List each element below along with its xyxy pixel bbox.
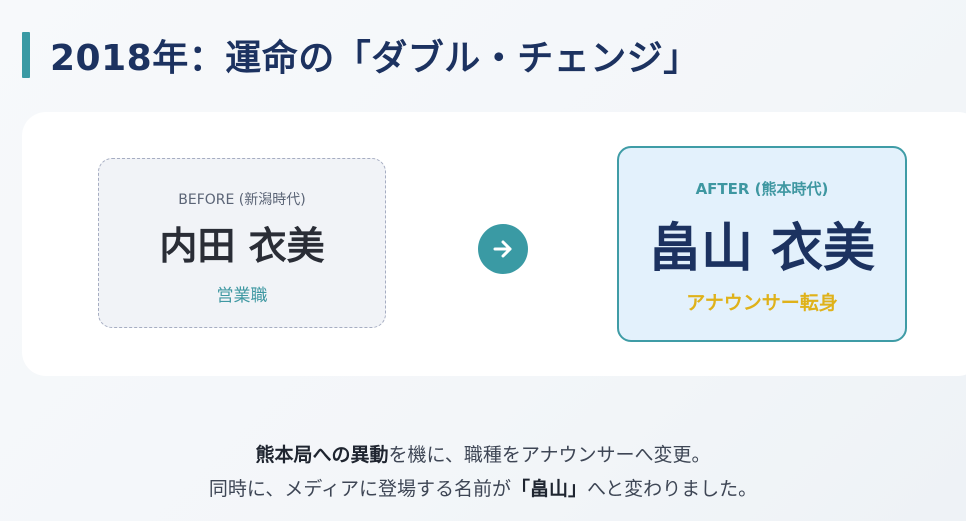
caption-line1-rest: を機に、職種をアナウンサーへ変更。	[388, 444, 711, 466]
caption-line1-bold: 熊本局への異動	[255, 444, 389, 466]
caption-line2-bold: 「畠山」	[511, 478, 588, 500]
caption: 熊本局への異動を機に、職種をアナウンサーへ変更。 同時に、メディアに登場する名前…	[0, 438, 966, 506]
before-card: BEFORE (新潟時代) 内田 衣美 営業職	[98, 158, 386, 328]
before-tag: BEFORE (新潟時代)	[178, 192, 306, 208]
before-name: 内田 衣美	[159, 224, 325, 268]
caption-line2-end: へと変わりました。	[587, 478, 758, 500]
page-header: 2018年：運命の「ダブル・チェンジ」	[22, 28, 700, 82]
arrow-right-icon	[478, 224, 528, 274]
after-tag: AFTER (熊本時代)	[695, 180, 829, 198]
arrow-right-glyph	[493, 240, 512, 258]
caption-line-2: 同時に、メディアに登場する名前が「畠山」へと変わりました。	[0, 472, 966, 506]
after-name: 畠山 衣美	[648, 219, 876, 279]
page-title: 2018年：運命の「ダブル・チェンジ」	[50, 38, 700, 79]
caption-line2-start: 同時に、メディアに登場する名前が	[208, 478, 512, 500]
caption-line-1: 熊本局への異動を機に、職種をアナウンサーへ変更。	[0, 438, 966, 472]
after-card: AFTER (熊本時代) 畠山 衣美 アナウンサー転身	[617, 146, 907, 342]
title-accent-bar	[22, 32, 30, 78]
after-role: アナウンサー転身	[686, 292, 838, 314]
before-role: 営業職	[216, 286, 268, 306]
